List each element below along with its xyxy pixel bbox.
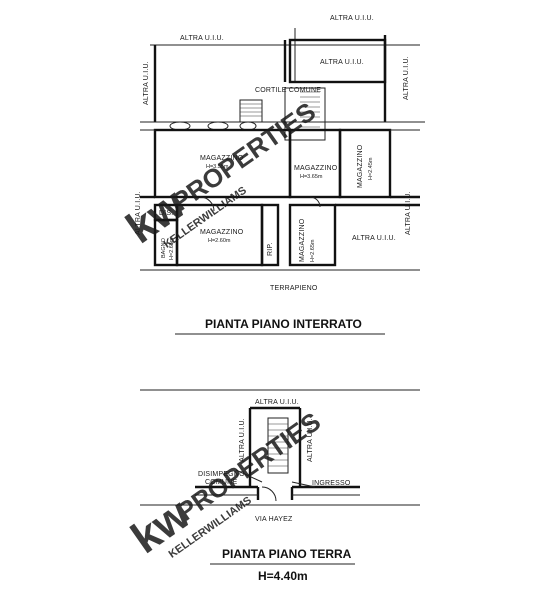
label-altra-right: ALTRA U.I.U. [307, 418, 314, 462]
label-magazzino-small: MAGAZZINO [299, 218, 306, 262]
label-cortile: CORTILE COMUNE [255, 87, 321, 94]
label-magazzino-small-h: H=2.65m [310, 239, 316, 262]
ground-height-note: H=4.40m [258, 569, 308, 583]
label-magazzino-mid: MAGAZZINO [294, 165, 338, 172]
ground-floor-plan: ALTRA U.I.U. ALTRA U.I.U. ALTRA U.I.U. D… [140, 389, 420, 583]
label-rip: RIP. [267, 242, 274, 256]
basement-plan: ALTRA U.I.U. ALTRA U.I.U. ALTRA U.I.U. A… [135, 15, 425, 335]
label-altra-top: ALTRA U.I.U. [255, 399, 299, 406]
label-magazzino-right-h: H=2.45m [368, 157, 374, 180]
watermark-word: PROPERTIES [167, 96, 321, 217]
entrance-stairs [267, 417, 289, 474]
label-bagno-h: H=2.65m [169, 237, 175, 260]
label-altra-right-mid: ALTRA U.I.U. [405, 191, 412, 235]
room-magazzino-right [338, 128, 392, 199]
pointer-line [291, 481, 316, 488]
label-magazzino-right: MAGAZZINO [357, 144, 364, 188]
basement-plan-title: PIANTA PIANO INTERRATO [205, 317, 362, 331]
label-via: VIA HAYEZ [255, 516, 293, 523]
courtyard-stairs [239, 87, 326, 141]
label-magazzino-mid-h: H=3.65m [300, 174, 323, 180]
pointer-line [235, 469, 263, 483]
label-altra-bottom-right: ALTRA U.I.U. [352, 235, 396, 242]
label-altra-inner: ALTRA U.I.U. [320, 59, 364, 66]
door-arc [261, 486, 277, 502]
label-magazzino-center-h: H=3.55m [206, 164, 229, 170]
label-altra-right-top: ALTRA U.I.U. [403, 56, 410, 100]
label-magazzino-bottom-h: H=2.60m [208, 238, 231, 244]
label-altra-top-right: ALTRA U.I.U. [330, 15, 374, 22]
room-magazzino-small [288, 203, 337, 267]
door-arc [309, 196, 321, 208]
room-rip [260, 203, 280, 267]
label-terrapieno: TERRAPIENO [270, 285, 318, 292]
ground-plan-title: PIANTA PIANO TERRA [222, 547, 352, 561]
label-altra-left: ALTRA U.I.U. [239, 418, 246, 462]
label-altra-left-mid: ALTRA U.I.U. [135, 191, 142, 235]
label-disimpegno: DISIMPEGNO [198, 471, 245, 478]
label-bagno: BAGNO [161, 237, 167, 258]
label-magazzino-bottom: MAGAZZINO [200, 229, 244, 236]
label-comune: COMUNE [205, 479, 237, 486]
label-magazzino-center: MAGAZZINO [200, 155, 244, 162]
label-altra-left-top: ALTRA U.I.U. [143, 61, 150, 105]
label-ingresso: INGRESSO [312, 480, 351, 487]
watermark-word: PROPERTIES [172, 406, 326, 527]
label-dis: DIS. [159, 210, 173, 217]
label-altra-top: ALTRA U.I.U. [180, 35, 224, 42]
door-arc [199, 196, 215, 212]
